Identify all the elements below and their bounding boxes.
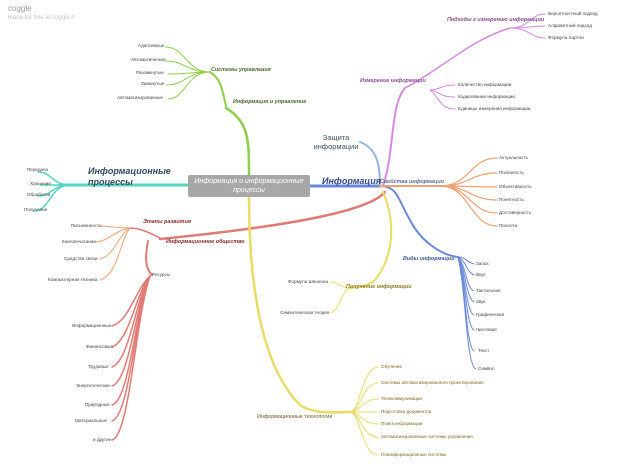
- kind-item[interactable]: Вкус: [476, 272, 486, 277]
- kind-item[interactable]: Числовая: [476, 327, 497, 332]
- processes-title[interactable]: Информационные процессы: [88, 166, 171, 187]
- control-item[interactable]: Автоматизированные: [117, 95, 163, 100]
- kind-item[interactable]: Текст: [478, 348, 490, 353]
- edges-stages: [94, 225, 131, 281]
- stages-title[interactable]: Этапы развития: [143, 219, 191, 225]
- edges-control: [164, 46, 251, 178]
- central-topic[interactable]: Информация и информационные процессы: [188, 175, 310, 197]
- technology-item[interactable]: Системы автоматизированного проектирован…: [381, 380, 484, 385]
- obtaining-item[interactable]: Семантическая теория: [280, 310, 330, 315]
- stage-item[interactable]: Компьютерная техника: [48, 277, 98, 282]
- resource-item[interactable]: Информационные: [72, 323, 112, 328]
- protection-title[interactable]: Защита информации: [313, 133, 359, 151]
- resources-title[interactable]: Ресурсы: [152, 272, 171, 277]
- control-systems[interactable]: Системы управления: [211, 67, 271, 73]
- technology-item[interactable]: Автоматизированные системы управления: [381, 434, 473, 439]
- process-item[interactable]: Передача: [27, 167, 48, 172]
- control-item[interactable]: Замкнутые: [141, 81, 165, 86]
- resource-item[interactable]: Энергетические: [76, 383, 110, 388]
- stage-item[interactable]: Письменность: [71, 223, 102, 228]
- kinds-title[interactable]: Виды информации: [403, 256, 455, 262]
- technology-item[interactable]: Поиск информации: [381, 421, 423, 426]
- technologies-title[interactable]: Информационные технологии: [257, 414, 333, 420]
- measurement-item[interactable]: Количество информации: [458, 82, 512, 87]
- stage-item[interactable]: Книгопечатание: [62, 239, 96, 244]
- resource-item[interactable]: Трудовые: [88, 364, 109, 369]
- resource-item[interactable]: Материальные: [75, 418, 108, 423]
- resource-item[interactable]: Природные: [85, 402, 110, 407]
- information-title[interactable]: Информация: [322, 176, 382, 186]
- property-item[interactable]: Полнота: [499, 223, 518, 228]
- control-title[interactable]: Информация и управление: [233, 99, 307, 105]
- edges-technologies: [247, 194, 379, 456]
- edges-measurement: [382, 13, 546, 187]
- control-item[interactable]: Адаптивные: [138, 43, 165, 48]
- measurement-item[interactable]: Кодирование информации: [458, 94, 515, 99]
- kind-item[interactable]: Символ: [478, 366, 495, 371]
- property-item[interactable]: Достоверность: [499, 210, 532, 215]
- technology-item[interactable]: Подготовка документов: [381, 409, 432, 414]
- edges-properties: [379, 157, 498, 227]
- kind-item[interactable]: Тактильная: [476, 288, 501, 293]
- edges-information: [308, 184, 477, 370]
- measurement-title[interactable]: Измерение информации: [360, 78, 426, 84]
- process-item[interactable]: Получение: [24, 207, 48, 212]
- approaches-title[interactable]: Подходы к измерению информации: [447, 17, 545, 23]
- edges-processes: [33, 171, 192, 212]
- obtaining-item[interactable]: Формула Шеннона: [288, 279, 329, 284]
- app-brand: coggle made for free at coggle.it: [8, 4, 74, 21]
- society-title[interactable]: Информационное общество: [166, 239, 245, 245]
- technology-item[interactable]: Обучение: [381, 364, 403, 369]
- resource-item[interactable]: Финансовые: [86, 344, 113, 349]
- obtaining-title[interactable]: Получение информации: [346, 284, 412, 290]
- app-subtitle: made for free at coggle.it: [8, 15, 75, 21]
- property-item[interactable]: Объективность: [499, 184, 532, 189]
- property-item[interactable]: Актуальность: [499, 155, 529, 160]
- control-item[interactable]: Автоматические: [131, 57, 166, 62]
- edges-obtaining: [329, 191, 393, 314]
- kind-item[interactable]: Графическая: [476, 312, 505, 317]
- control-item[interactable]: Разомкнутые: [136, 70, 164, 75]
- process-item[interactable]: Обработка: [27, 192, 51, 197]
- approach-item[interactable]: Формула Хартли: [548, 35, 584, 40]
- approach-item[interactable]: Алфавитный подход: [548, 23, 592, 28]
- kind-item[interactable]: Звук: [476, 299, 486, 304]
- technology-item[interactable]: Геоинформационные системы: [381, 452, 447, 457]
- edge-protection: [359, 141, 381, 187]
- technology-item[interactable]: Телекоммуникации: [381, 396, 422, 401]
- resource-item[interactable]: и другие: [93, 437, 112, 442]
- stage-item[interactable]: Средства связи: [64, 256, 98, 261]
- kind-item[interactable]: Запах: [476, 261, 489, 266]
- properties-title[interactable]: Свойства информации: [380, 179, 444, 185]
- edges-society: [111, 190, 387, 441]
- property-item[interactable]: Полезность: [499, 170, 524, 175]
- process-item[interactable]: Хранение: [30, 181, 51, 186]
- property-item[interactable]: Понятность: [499, 197, 524, 202]
- app-name: coggle: [8, 4, 32, 13]
- measurement-item[interactable]: Единицы измерения информации: [458, 106, 531, 111]
- approach-item[interactable]: Вероятностный подход: [548, 11, 598, 16]
